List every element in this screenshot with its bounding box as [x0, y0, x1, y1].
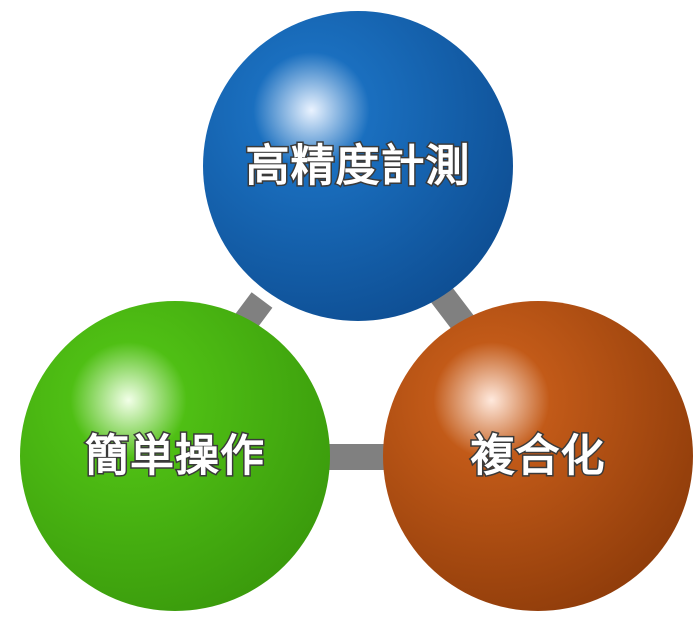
node-right-label: 複合化 [471, 431, 606, 482]
node-top-circle [203, 11, 513, 321]
node-left: 簡単操作 [20, 301, 330, 611]
node-top: 高精度計測 [203, 11, 513, 321]
node-top-label: 高精度計測 [246, 141, 471, 192]
node-right: 複合化 [383, 301, 693, 611]
node-left-circle [20, 301, 330, 611]
node-right-circle [383, 301, 693, 611]
node-left-label: 簡単操作 [85, 431, 265, 482]
